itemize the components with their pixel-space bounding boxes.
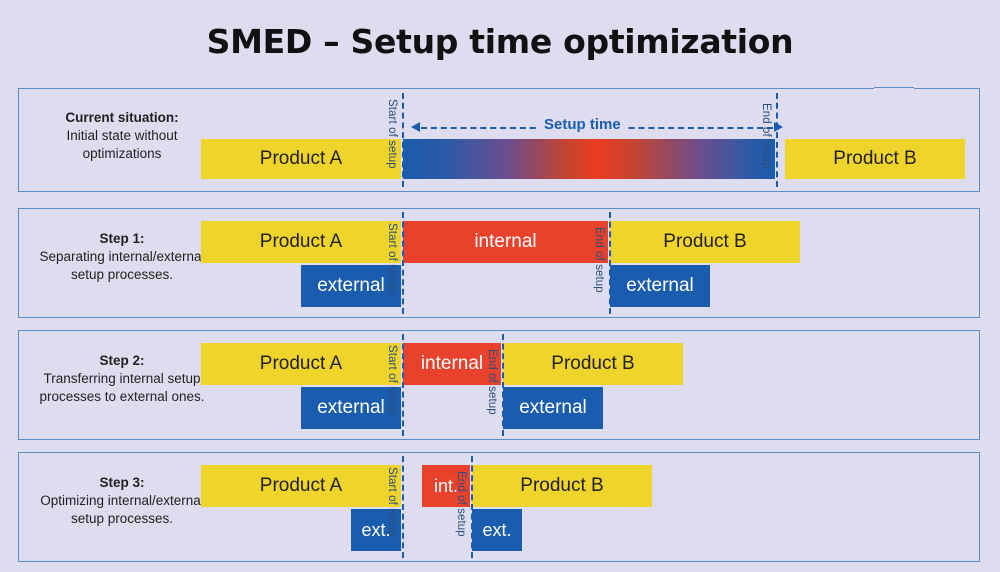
bar-external-right: external [610,265,710,307]
bar-external-right: ext. [472,509,522,551]
bar-product-b: Product B [785,139,965,179]
marker-end-of-setup [502,334,504,436]
row-caption: Current situation: Initial state without… [33,109,211,162]
marker-start-of-setup-label: Start of setup [386,99,398,169]
arrow-head-right-icon [774,122,783,132]
row-caption: Step 1: Separating internal/external set… [33,230,211,283]
marker-start-of-setup-label: Start of setup [386,345,398,415]
row-caption-head: Current situation: [65,110,179,125]
bar-external-left: external [301,265,401,307]
bar-external-right: external [503,387,603,429]
bar-internal: internal [403,221,608,263]
bar-product-a: Product A [201,139,401,179]
marker-end-of-setup-label: End of setup [593,227,605,293]
marker-end-of-setup [609,212,611,314]
page-title: SMED – Setup time optimization [206,22,794,61]
row-caption-sub: Initial state without optimizations [66,127,178,161]
bar-product-b: Product B [472,465,652,507]
row-current-situation: Current situation: Initial state without… [18,87,980,192]
setup-time-label: Setup time [538,116,627,133]
setup-time-arrow: Setup time [411,116,783,137]
row-caption-sub: Separating internal/external setup proce… [39,248,205,282]
row-step-1: Step 1: Separating internal/external set… [18,208,980,318]
marker-start-of-setup-label: Start of setup [386,223,398,293]
arrow-head-left-icon [411,122,420,132]
marker-start-of-setup [402,93,404,187]
marker-end-of-setup-label: End of setup [760,103,772,169]
marker-start-of-setup-label: Start of setup [386,467,398,537]
marker-end-of-setup [471,456,473,558]
marker-end-of-setup-label: End of setup [455,471,467,537]
marker-start-of-setup [402,456,404,558]
row-caption: Step 2: Transferring internal setup proc… [33,352,211,405]
bar-product-a: Product A [201,343,401,385]
bar-external-left: ext. [351,509,401,551]
bar-product-a: Product A [201,465,401,507]
marker-end-of-setup-label: End of setup [486,349,498,415]
row-caption-head: Step 2: [99,353,145,368]
row-step-3: Step 3: Optimizing internal/external set… [18,452,980,562]
marker-start-of-setup [402,212,404,314]
bar-external-left: external [301,387,401,429]
marker-start-of-setup [402,334,404,436]
row-caption-head: Step 3: [99,475,145,490]
row-caption-head: Step 1: [99,231,145,246]
bar-product-b: Product B [503,343,683,385]
marker-end-of-setup [776,93,778,187]
bar-internal: internal [403,343,501,385]
bar-internal: int. [422,465,470,507]
frame-border-artifact [874,87,914,91]
bar-product-a: Product A [201,221,401,263]
row-caption-sub: Transferring internal setup processes to… [39,370,205,404]
bar-setup-gradient [403,139,775,179]
row-caption: Step 3: Optimizing internal/external set… [33,474,211,527]
row-caption-sub: Optimizing internal/external setup proce… [40,492,204,526]
bar-product-b: Product B [610,221,800,263]
row-step-2: Step 2: Transferring internal setup proc… [18,330,980,440]
